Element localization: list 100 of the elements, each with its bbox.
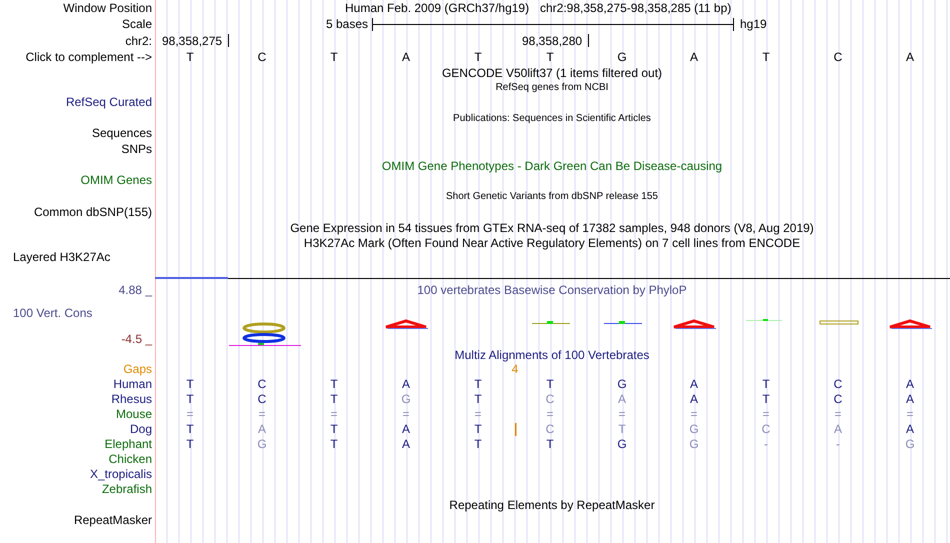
alignment-base: G	[689, 437, 699, 451]
axis-value: 4.88 _	[118, 283, 152, 297]
track-label: Common dbSNP(155)	[34, 205, 152, 219]
alignment-base: A	[402, 377, 410, 391]
track-label: RefSeq Curated	[66, 95, 152, 109]
species-label: Rhesus	[111, 392, 152, 406]
alignment-base: =	[186, 407, 194, 421]
alignment-base: =	[690, 407, 698, 421]
position-range: chr2:98,358,275-98,358,285 (11 bp)	[540, 1, 732, 15]
track-label: Layered H3K27Ac	[13, 250, 110, 264]
alignment-base: T	[186, 437, 194, 451]
track-title: GENCODE V50lift37 (1 items filtered out)	[442, 66, 662, 80]
track-label: Gaps	[123, 362, 152, 376]
alignment-base: T	[762, 377, 770, 391]
alignment-base: T	[618, 422, 626, 436]
alignment-base: T	[186, 422, 194, 436]
alignment-base: T	[474, 422, 482, 436]
alignment-base: A	[834, 422, 842, 436]
alignment-base: A	[690, 392, 698, 406]
alignment-base: A	[906, 377, 914, 391]
alignment-base: T	[330, 377, 338, 391]
axis-value: -4.5 _	[121, 332, 152, 346]
track-title: H3K27Ac Mark (Often Found Near Active Regulatory Elements) on 7 cell lines from ENCODE	[304, 236, 800, 250]
species-label: Mouse	[116, 407, 152, 421]
alignment-base: A	[258, 422, 266, 436]
alignment-base: T	[474, 377, 482, 391]
alignment-base: G	[905, 437, 915, 451]
track-label: Sequences	[92, 126, 152, 140]
base-letter: G	[617, 50, 627, 64]
alignment-base: A	[618, 392, 626, 406]
alignment-base: =	[546, 407, 554, 421]
alignment-base: T	[330, 437, 338, 451]
track-title: RefSeq genes from NCBI	[496, 81, 608, 95]
base-letter: A	[402, 50, 410, 64]
alignment-base: A	[690, 377, 698, 391]
alignment-base: =	[618, 407, 626, 421]
track-label: RepeatMasker	[74, 513, 152, 527]
track-label: OMIM Genes	[80, 173, 152, 187]
alignment-base: C	[258, 377, 266, 391]
track-title: OMIM Gene Phenotypes - Dark Green Can Be Disease-causing	[382, 159, 722, 173]
alignment-base: C	[834, 377, 842, 391]
alignment-base: -	[836, 437, 840, 451]
alignment-base: T	[186, 377, 194, 391]
alignment-base: =	[258, 407, 266, 421]
scale-label: 5 bases	[326, 17, 368, 31]
track-label: 100 Vert. Cons	[13, 306, 92, 320]
track-title: Repeating Elements by RepeatMasker	[449, 498, 655, 512]
alignment-base: =	[762, 407, 770, 421]
alignment-base: G	[617, 377, 627, 391]
base-letter: T	[474, 50, 482, 64]
track-title: Gene Expression in 54 tissues from GTEx RNA-seq of 17382 samples, 948 donors (V8, Aug 2019)	[290, 221, 814, 235]
species-label: X_tropicalis	[90, 467, 152, 481]
alignment-base: A	[906, 392, 914, 406]
alignment-base: T	[330, 422, 338, 436]
row-label: Window Position	[63, 1, 152, 15]
base-letter: C	[258, 50, 266, 64]
species-label: Human	[113, 377, 152, 391]
alignment-base: T	[546, 437, 554, 451]
alignment-base: C	[762, 422, 770, 436]
alignment-base: =	[474, 407, 482, 421]
alignment-base: -	[764, 437, 768, 451]
alignment-base: A	[402, 437, 410, 451]
row-label: chr2:	[125, 34, 152, 48]
alignment-base: T	[330, 392, 338, 406]
track-label: SNPs	[121, 142, 152, 156]
alignment-base: C	[258, 392, 266, 406]
base-letter: T	[186, 50, 194, 64]
base-letter: T	[762, 50, 770, 64]
species-label: Chicken	[108, 452, 152, 466]
gap-count: 4	[512, 362, 518, 376]
track-title: Short Genetic Variants from dbSNP release 155	[446, 190, 658, 204]
base-letter: A	[906, 50, 914, 64]
position-number: 98,358,275	[162, 34, 222, 48]
alignment-base: T	[474, 437, 482, 451]
alignment-base: =	[906, 407, 914, 421]
base-letter: A	[690, 50, 698, 64]
track-title: Multiz Alignments of 100 Vertebrates	[454, 348, 650, 362]
track-title: 100 vertebrates Basewise Conservation by PhyloP	[417, 283, 687, 297]
species-label: Zebrafish	[102, 482, 152, 496]
row-label: Click to complement -->	[26, 50, 152, 64]
species-label: Elephant	[104, 437, 152, 451]
alignment-base: T	[546, 377, 554, 391]
alignment-base: T	[762, 392, 770, 406]
alignment-base: T	[474, 392, 482, 406]
base-letter: C	[834, 50, 842, 64]
alignment-base: A	[906, 422, 914, 436]
assembly-text: Human Feb. 2009 (GRCh37/hg19)	[345, 1, 530, 15]
base-letter: T	[330, 50, 338, 64]
base-letter: T	[546, 50, 554, 64]
alignment-base: =	[402, 407, 410, 421]
species-label: Dog	[130, 422, 152, 436]
alignment-base: G	[617, 437, 627, 451]
position-number: 98,358,280	[522, 34, 582, 48]
alignment-base: =	[330, 407, 338, 421]
alignment-base: C	[546, 422, 554, 436]
alignment-base: =	[834, 407, 842, 421]
alignment-base: G	[257, 437, 267, 451]
alignment-base: G	[689, 422, 699, 436]
track-title: Publications: Sequences in Scientific Articles	[453, 112, 651, 126]
alignment-base: A	[402, 422, 410, 436]
